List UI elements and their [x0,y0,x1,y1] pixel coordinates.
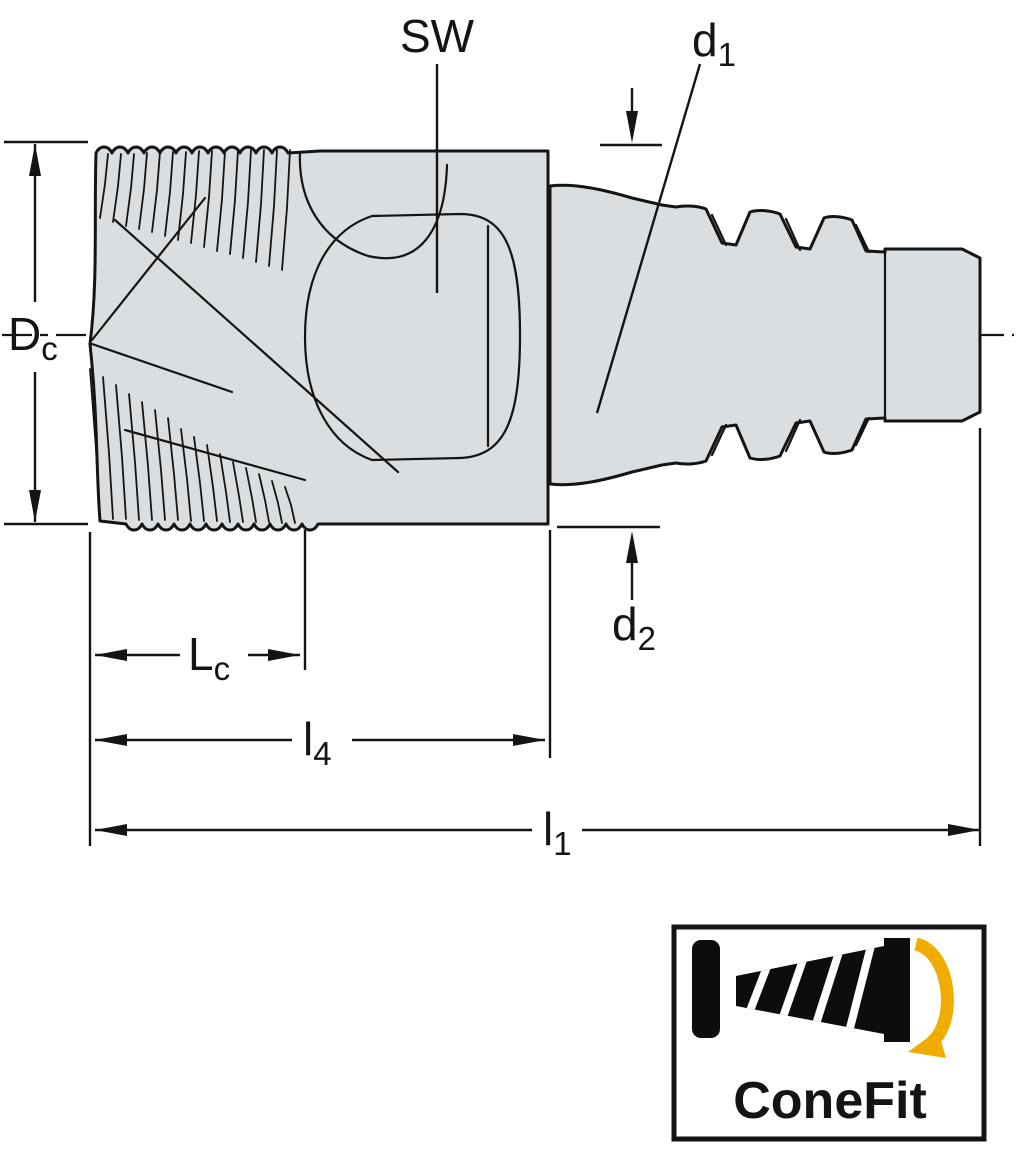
logo-cone-endcap [884,938,910,1042]
dimension-d1: d1 [595,14,736,414]
lc-label: Lc [188,628,230,687]
sw-label: SW [400,10,475,62]
dc-label: Dc [8,308,58,367]
corner-facet [298,150,449,260]
l4-label: l4 [303,713,332,772]
cutter-head [88,145,550,532]
logo-cone-icon [736,946,884,1034]
dimension-l1: l1 [95,428,982,862]
wrench-flat [303,212,522,462]
l4-arrowhead-left [95,734,127,746]
shank-outline [548,183,982,487]
dimension-l4: l4 [95,530,552,772]
l1-arrowhead-left [95,824,127,836]
d1-label: d1 [692,14,736,73]
dimension-dc: Dc [4,140,88,526]
d2-arrowhead [626,531,638,563]
l1-label: l1 [543,803,572,862]
rotation-arrowhead [908,1030,946,1058]
conefit-logo: ConeFit [671,924,987,1142]
lc-arrowhead-left [95,649,127,661]
dimension-d2: d2 [557,525,660,657]
lc-arrowhead-right [268,649,300,661]
thread-flank-lines [710,213,887,457]
d1-leader-line [595,63,702,414]
l4-arrowhead-right [513,734,545,746]
tool-shank [548,183,982,487]
serration-band-lower [89,368,296,524]
dc-arrowhead-top [29,144,41,176]
head-outline [88,145,550,532]
rotation-arrow-icon [913,937,954,1047]
dimension-lc: Lc [88,530,307,846]
head-flute-lines [90,150,522,482]
dc-arrowhead-bottom [29,490,41,522]
serration-band-upper [99,149,291,271]
logo-shank-bar-icon [692,940,720,1038]
d1-arrowhead [626,111,638,143]
d2-label: d2 [612,598,656,657]
conefit-label: ConeFit [733,1072,927,1130]
l1-arrowhead-right [948,824,980,836]
logo-cone-stripes [744,946,880,1029]
dimension-sw: SW [400,10,475,293]
